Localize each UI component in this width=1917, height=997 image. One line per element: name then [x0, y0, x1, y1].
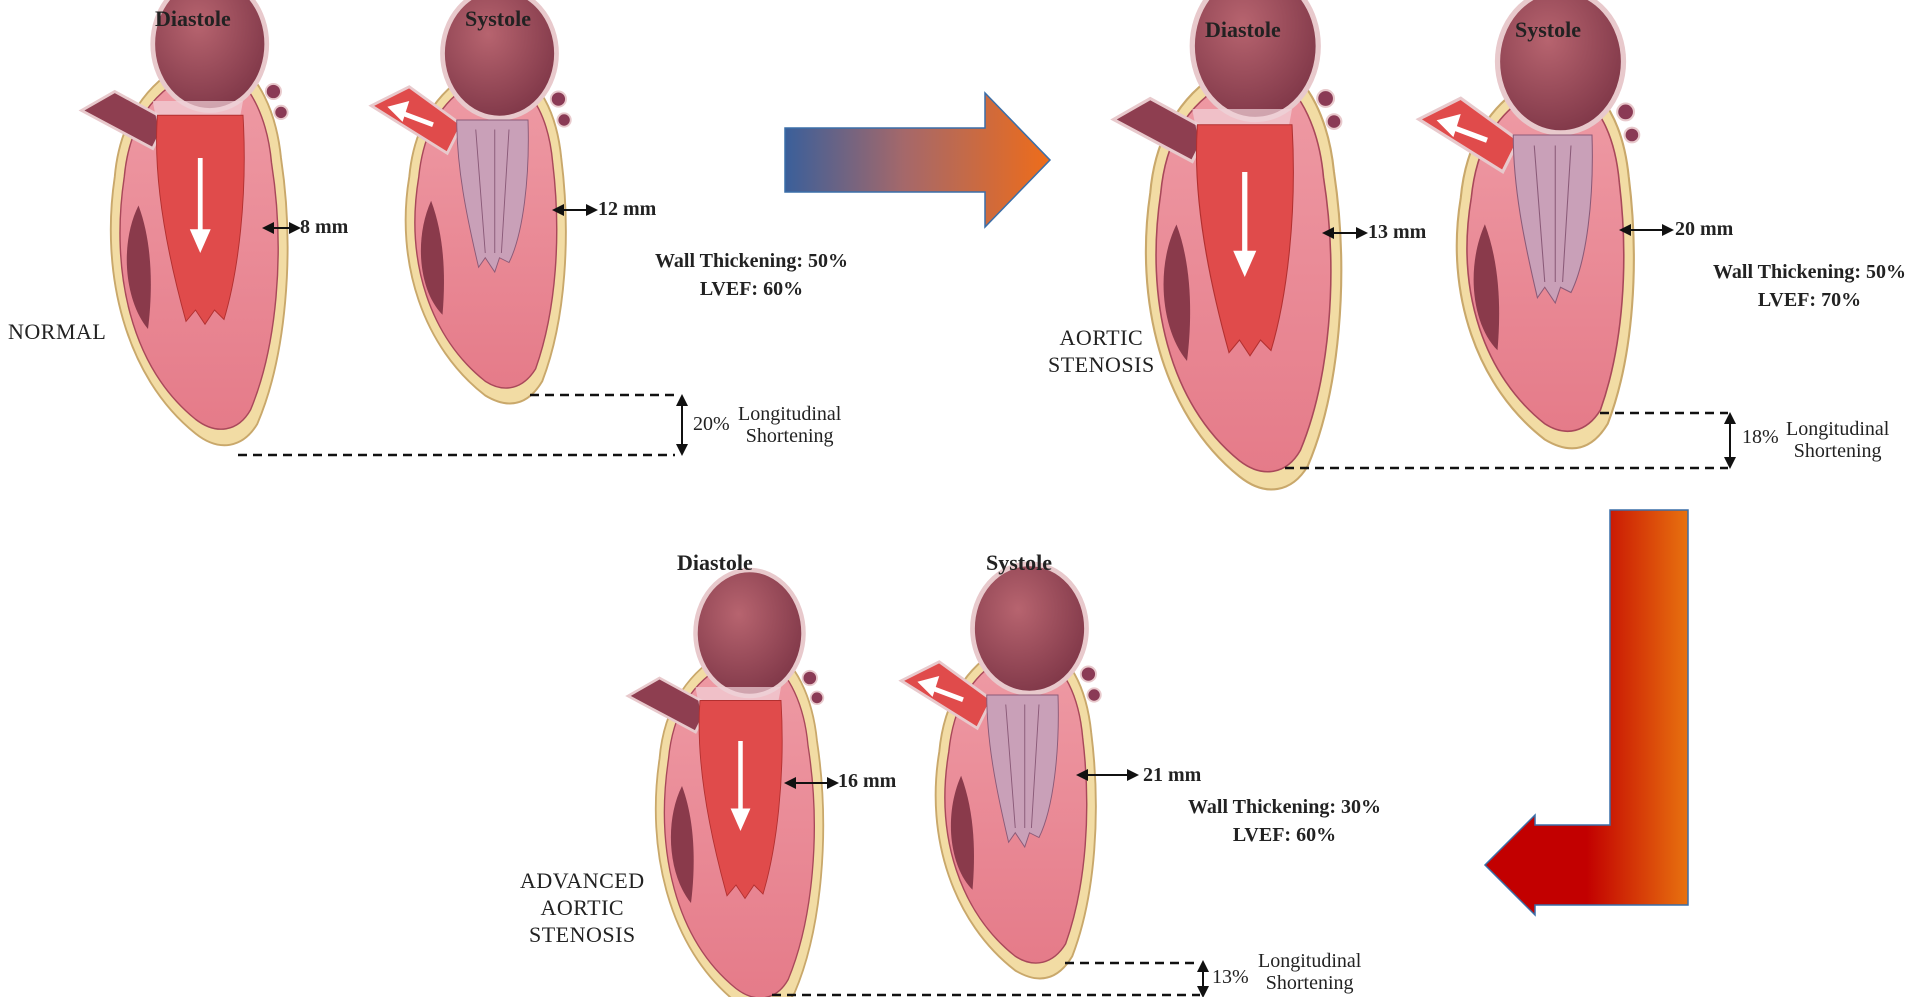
- wall-thickening-value: Wall Thickening: 50%: [1713, 258, 1906, 286]
- panel-normal: [81, 0, 682, 455]
- heart-systole-icon: [901, 564, 1101, 979]
- wall-thickening-value: Wall Thickening: 50%: [655, 247, 848, 275]
- shortening-percent: 20%: [693, 413, 730, 436]
- heart-diastole-icon: [1114, 0, 1342, 489]
- shortening-percent: 18%: [1742, 426, 1779, 449]
- stats-block: Wall Thickening: 30% LVEF: 60%: [1188, 793, 1381, 849]
- diastole-wall-thickness: 16 mm: [838, 770, 896, 793]
- heart-systole-icon: [371, 0, 571, 404]
- shortening-percent: 13%: [1212, 966, 1249, 989]
- stage-label-line: AORTIC: [1048, 324, 1155, 351]
- stage-label: NORMAL: [8, 318, 106, 345]
- systole-wall-thickness: 12 mm: [598, 198, 656, 221]
- wall-thickening-value: Wall Thickening: 30%: [1188, 793, 1381, 821]
- arrow-down-left-icon: [1485, 510, 1688, 915]
- stats-block: Wall Thickening: 50% LVEF: 70%: [1713, 258, 1906, 314]
- shortening-label-line: Shortening: [1258, 972, 1361, 994]
- shortening-label: Longitudinal Shortening: [1258, 950, 1361, 994]
- systole-label: Systole: [1515, 17, 1581, 43]
- diastole-wall-thickness: 13 mm: [1368, 221, 1426, 244]
- shortening-label: Longitudinal Shortening: [738, 403, 841, 447]
- stage-label: AORTIC STENOSIS: [1048, 324, 1155, 378]
- panel-aortic-stenosis: [1114, 0, 1731, 489]
- stage-label: ADVANCED AORTIC STENOSIS: [520, 867, 645, 948]
- stats-block: Wall Thickening: 50% LVEF: 60%: [655, 247, 848, 303]
- heart-systole-icon: [1419, 0, 1640, 448]
- systole-label: Systole: [986, 550, 1052, 576]
- panel-advanced-aortic-stenosis: [628, 564, 1203, 997]
- diastole-label: Diastole: [155, 6, 231, 32]
- systole-label: Systole: [465, 6, 531, 32]
- systole-wall-thickness: 20 mm: [1675, 218, 1733, 241]
- systole-wall-thickness: 21 mm: [1143, 764, 1201, 787]
- shortening-label-line: Shortening: [738, 425, 841, 447]
- shortening-label-line: Longitudinal: [1786, 418, 1889, 440]
- stage-label-line: NORMAL: [8, 319, 106, 344]
- arrow-right-icon: [785, 93, 1050, 227]
- diastole-wall-thickness: 8 mm: [300, 216, 348, 239]
- heart-diastole-icon: [81, 0, 287, 445]
- stage-label-line: STENOSIS: [520, 921, 645, 948]
- stage-label-line: ADVANCED: [520, 867, 645, 894]
- shortening-label-line: Shortening: [1786, 440, 1889, 462]
- lvef-value: LVEF: 60%: [655, 275, 848, 303]
- lvef-value: LVEF: 60%: [1188, 821, 1381, 849]
- shortening-label: Longitudinal Shortening: [1786, 418, 1889, 462]
- stage-label-line: AORTIC: [520, 894, 645, 921]
- lvef-value: LVEF: 70%: [1713, 286, 1906, 314]
- stage-label-line: STENOSIS: [1048, 351, 1155, 378]
- shortening-label-line: Longitudinal: [1258, 950, 1361, 972]
- diastole-label: Diastole: [677, 550, 753, 576]
- shortening-label-line: Longitudinal: [738, 403, 841, 425]
- diastole-label: Diastole: [1205, 17, 1281, 43]
